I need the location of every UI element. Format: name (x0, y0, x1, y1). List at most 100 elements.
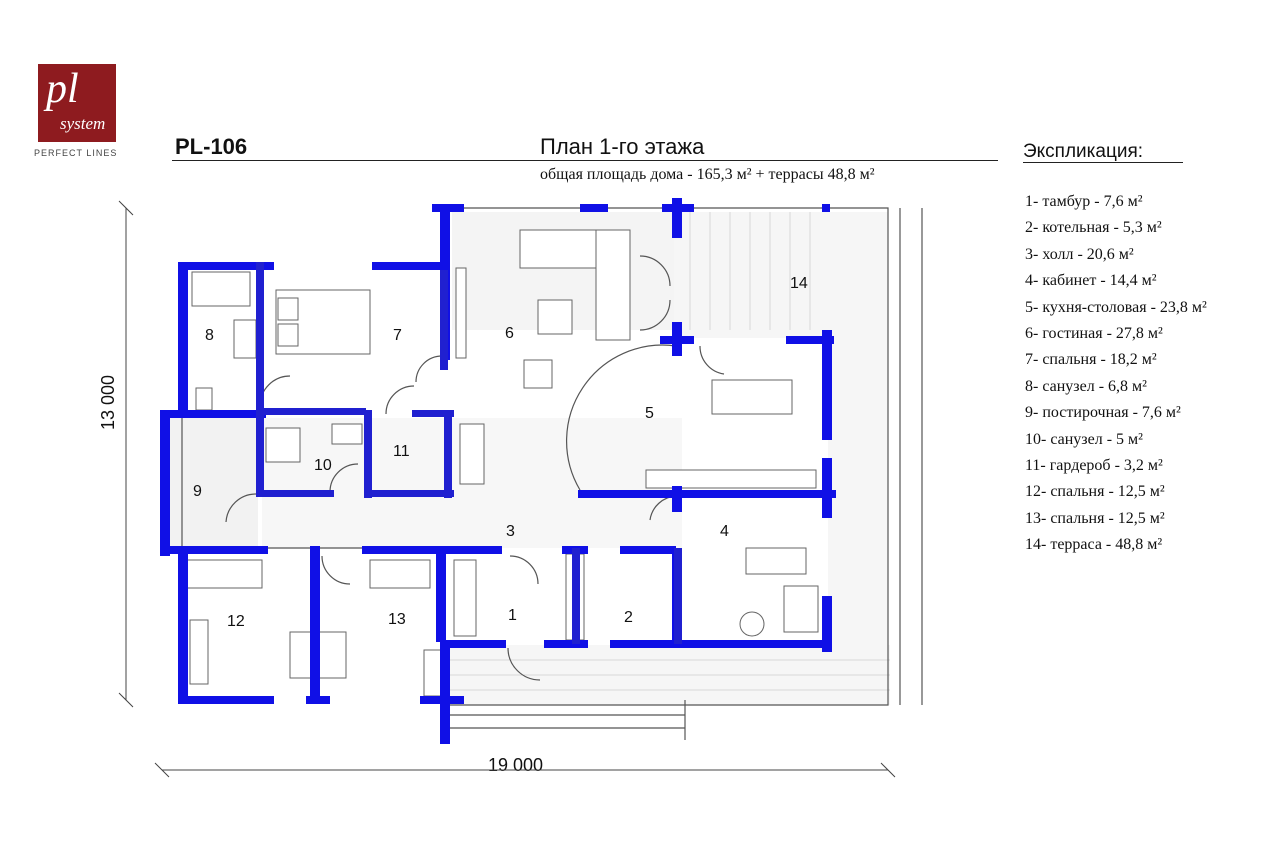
partition (256, 262, 264, 410)
explication-item: 11- гардероб - 3,2 м² (1025, 456, 1163, 474)
explication-item: 6- гостиная - 27,8 м² (1025, 324, 1163, 342)
kitchen-arc (566, 344, 677, 491)
plan-title: План 1-го этажа (540, 134, 705, 159)
partition (256, 490, 334, 497)
explication-item: 8- санузел - 6,8 м² (1025, 377, 1147, 395)
tv-stand (455, 267, 467, 359)
room-label-2: 2 (624, 609, 633, 626)
explication-item: 13- спальня - 12,5 м² (1025, 509, 1165, 527)
floor-terrace-top (674, 212, 828, 338)
sink (331, 423, 363, 445)
explication-item: 4- кабинет - 14,4 м² (1025, 272, 1157, 290)
door-swing (225, 493, 257, 523)
wall (578, 490, 836, 498)
armchair (523, 359, 553, 389)
wardrobe (189, 619, 209, 685)
room-label-13: 13 (388, 611, 406, 628)
wall (544, 640, 588, 648)
room-label-6: 6 (505, 325, 514, 342)
sofa (595, 229, 631, 341)
room-label-3: 3 (506, 523, 515, 540)
door-swing (415, 355, 443, 383)
room-label-11: 11 (393, 443, 410, 460)
wall (160, 410, 266, 418)
dimension-tick (880, 762, 896, 778)
dining-table (711, 379, 793, 415)
explication-rule (1023, 162, 1183, 163)
partition (364, 410, 372, 498)
logo-mark: pl (46, 66, 79, 112)
wall (580, 204, 608, 212)
bench (459, 423, 485, 485)
partition (444, 410, 452, 498)
wall (440, 640, 506, 648)
wall (822, 596, 832, 652)
partition (440, 270, 448, 370)
door-swing (321, 555, 351, 585)
explication-item: 14- терраса - 48,8 м² (1025, 536, 1163, 554)
partitions (256, 262, 682, 644)
washbasin (233, 319, 257, 359)
wall (420, 696, 464, 704)
coffee-table (537, 299, 573, 335)
bathtub (191, 271, 251, 307)
room-label-1: 1 (508, 607, 517, 624)
door-swing (329, 463, 359, 493)
door-swing (699, 345, 725, 375)
room-label-8: 8 (205, 327, 214, 344)
logo-caption: PERFECT LINES (34, 148, 118, 158)
kitchen-counter (645, 469, 817, 489)
wall (620, 546, 676, 554)
dimension-tick (118, 692, 134, 708)
wall (610, 640, 832, 648)
pillow (277, 297, 299, 321)
wall (372, 262, 448, 270)
explication-item: 12- спальня - 12,5 м² (1025, 483, 1165, 501)
explication-item: 1- тамбур - 7,6 м² (1025, 193, 1143, 210)
explication-item: 10- санузел - 5 м² (1025, 430, 1143, 448)
partition (572, 548, 580, 644)
room-labels: 1 2 3 4 5 6 7 8 9 10 11 12 13 14 (193, 275, 808, 630)
explication-item: 3- холл - 20,6 м² (1025, 245, 1134, 263)
partition (412, 410, 454, 417)
wall (822, 458, 832, 518)
room-label-10: 10 (314, 457, 332, 474)
wall (672, 486, 682, 512)
room-label-9: 9 (193, 483, 202, 500)
door-swing (509, 555, 539, 585)
wall (362, 546, 502, 554)
area-summary: общая площадь дома - 165,3 м² + террасы … (540, 166, 875, 183)
room-label-12: 12 (227, 613, 245, 630)
room-label-4: 4 (720, 523, 729, 540)
dimension-tick (154, 762, 170, 778)
door-swing (259, 375, 291, 407)
bed (369, 559, 431, 589)
wall (436, 546, 446, 642)
room-label-14: 14 (790, 275, 808, 292)
partition (256, 412, 264, 496)
toilet (195, 387, 213, 411)
dimension-tick (118, 200, 134, 216)
wall (178, 262, 274, 270)
door-swing (639, 299, 671, 331)
furniture (185, 229, 819, 697)
wall (178, 262, 188, 418)
header-rule (172, 160, 998, 161)
desk (745, 547, 807, 575)
wall (432, 204, 464, 212)
explication-list: 1- тамбур - 7,6 м² 2- котельная - 5,3 м²… (1025, 193, 1207, 562)
room-label-5: 5 (645, 405, 654, 422)
room-label-7: 7 (393, 327, 402, 344)
floor-laundry (168, 418, 258, 546)
side-table (739, 611, 765, 637)
wall (822, 204, 830, 212)
partition (364, 490, 454, 497)
logo-word: system (60, 114, 106, 133)
wall (672, 198, 682, 238)
wall (310, 546, 320, 702)
pillow (277, 323, 299, 347)
wall (178, 696, 274, 704)
project-code: PL-106 (175, 134, 248, 159)
explication-item: 7- спальня - 18,2 м² (1025, 351, 1157, 369)
